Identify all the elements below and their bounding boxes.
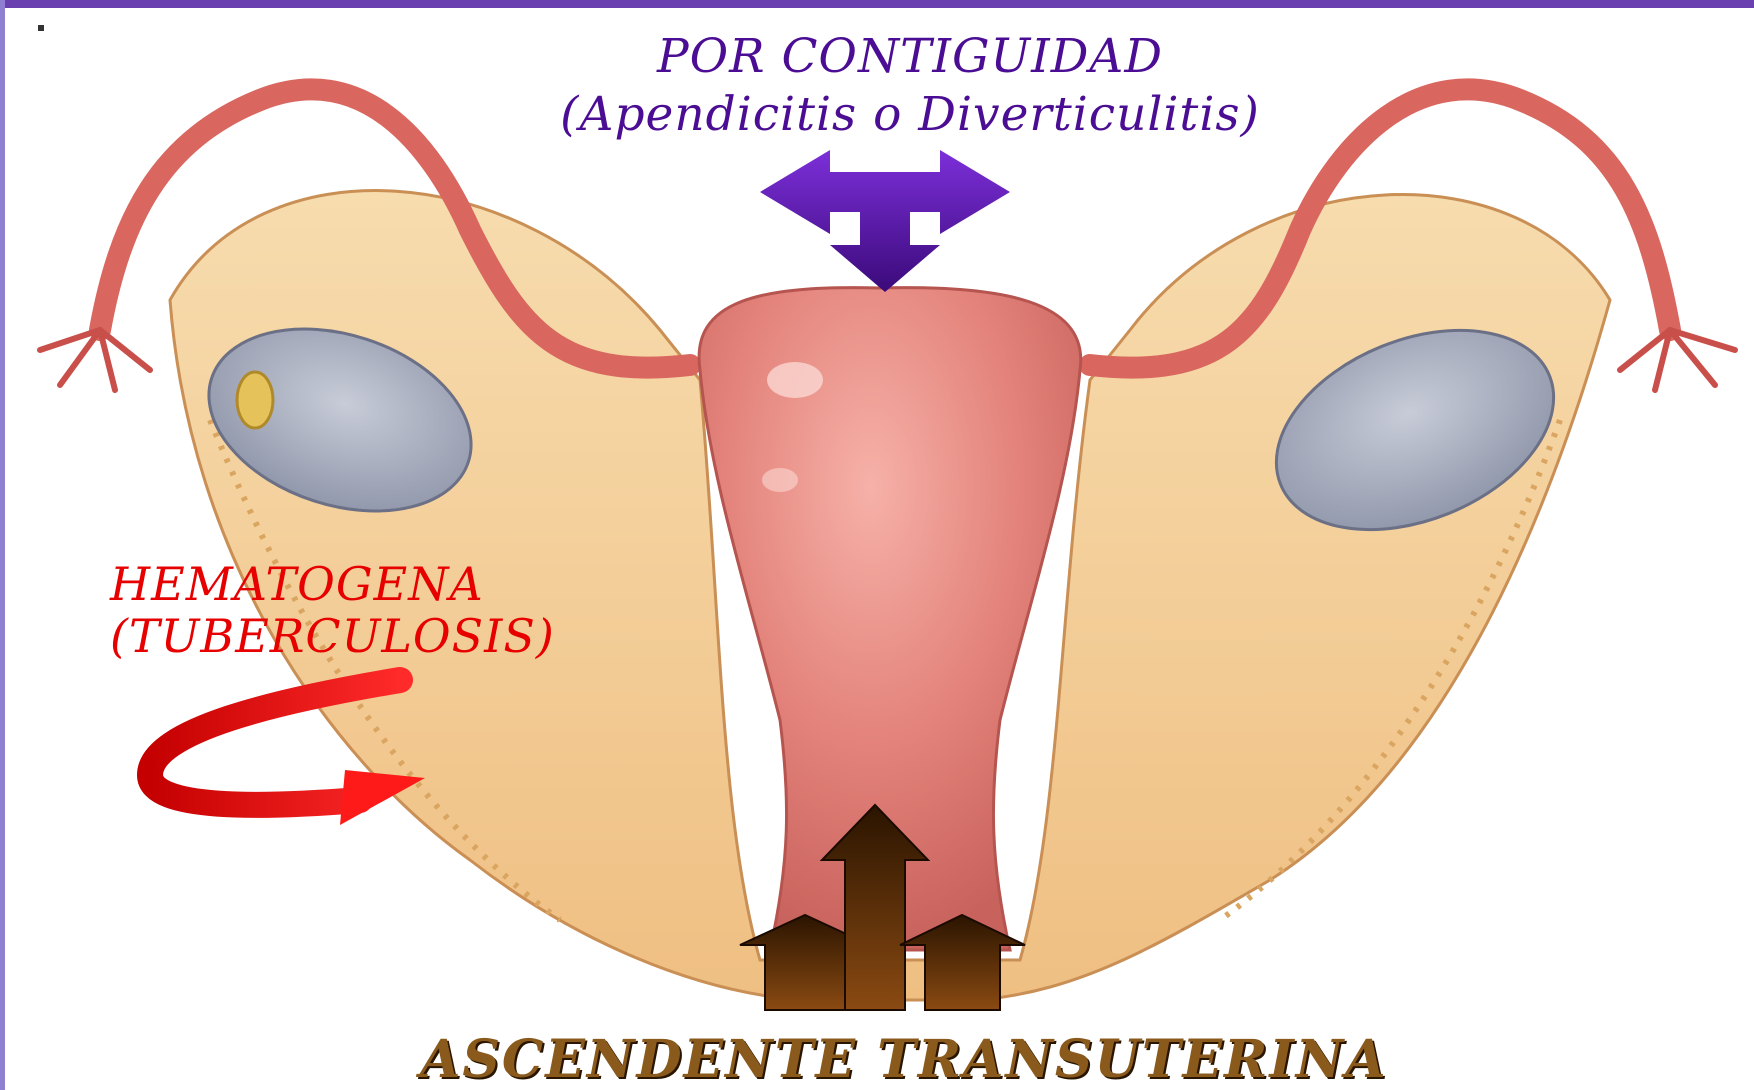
- hematogenous-label: HEMATOGENA (TUBERCULOSIS): [110, 558, 630, 662]
- ascending-label: ASCENDENTE TRANSUTERINA: [420, 1030, 1370, 1090]
- contiguity-subtitle: (Apendicitis o Diverticulitis): [500, 86, 1320, 144]
- contiguity-label: POR CONTIGUIDAD (Apendicitis o Diverticu…: [500, 28, 1320, 144]
- hematogenous-title: HEMATOGENA: [110, 558, 630, 610]
- hematogenous-subtitle: (TUBERCULOSIS): [110, 610, 630, 662]
- contiguity-arrow-icon: [760, 150, 1010, 292]
- contiguity-title: POR CONTIGUIDAD: [500, 28, 1320, 86]
